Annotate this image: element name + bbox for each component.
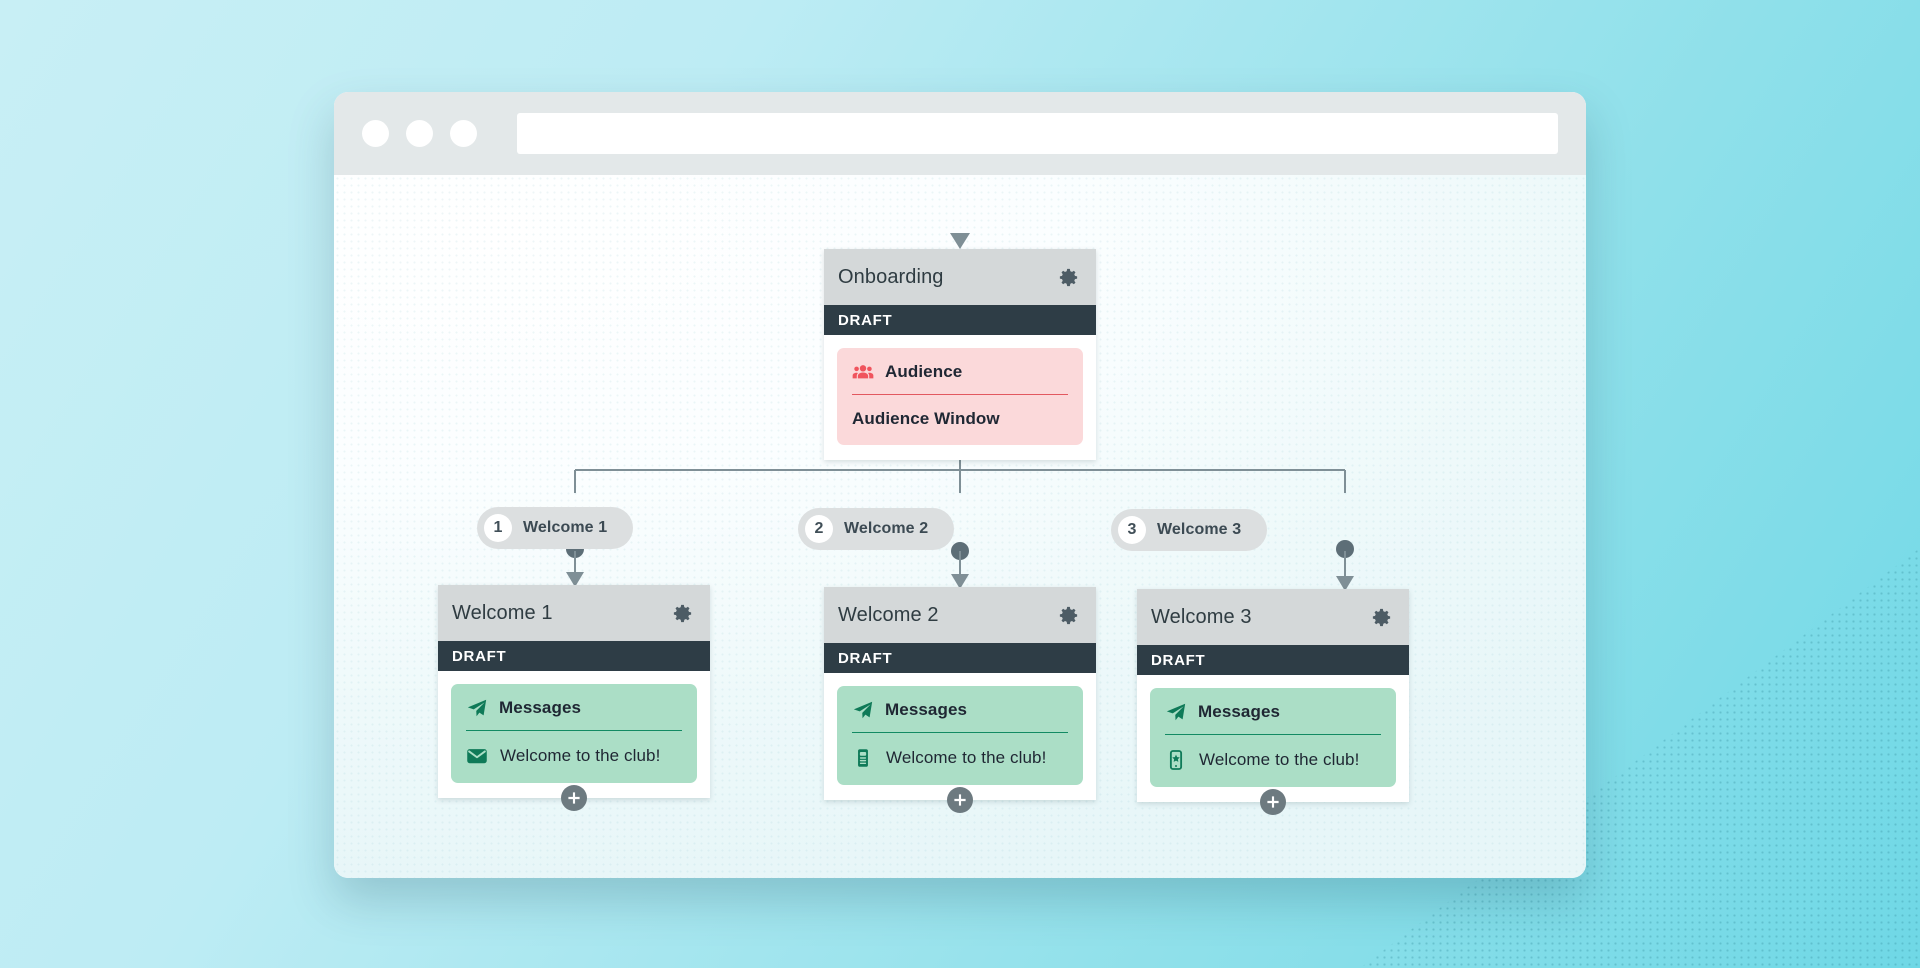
node-header: Welcome 1: [438, 585, 710, 641]
paper-plane-icon: [1165, 701, 1187, 723]
node-status-badge: DRAFT: [1137, 645, 1409, 675]
messages-panel[interactable]: Messages Welcome to the club!: [451, 684, 697, 783]
branch-label: Welcome 3: [1157, 521, 1242, 538]
node-title: Welcome 3: [1151, 605, 1252, 628]
add-step-button[interactable]: [561, 785, 587, 811]
panel-heading: Messages: [1198, 702, 1281, 721]
add-step-button[interactable]: [1260, 789, 1286, 815]
node-header: Welcome 2: [824, 587, 1096, 643]
message-row[interactable]: Welcome to the club!: [466, 731, 682, 767]
status-label: DRAFT: [838, 311, 893, 329]
journey-canvas: Onboarding DRAFT: [334, 175, 1586, 878]
messages-panel[interactable]: Messages: [837, 686, 1083, 785]
minimize-dot[interactable]: [406, 120, 433, 147]
node-body: Audience Audience Window: [824, 335, 1096, 460]
status-label: DRAFT: [1151, 651, 1206, 669]
browser-chrome: [334, 92, 1586, 175]
maximize-dot[interactable]: [450, 120, 477, 147]
message-label: Welcome to the club!: [500, 746, 661, 765]
branch-pill-welcome-3[interactable]: 3 Welcome 3: [1111, 509, 1268, 551]
branch-number-badge: 1: [484, 514, 512, 542]
panel-heading-row: Messages: [1165, 701, 1381, 734]
panel-heading: Audience: [885, 362, 963, 381]
message-row[interactable]: Welcome to the club!: [852, 733, 1068, 769]
node-title: Onboarding: [838, 265, 944, 288]
plus-icon: [954, 794, 966, 806]
plus-icon: [568, 792, 580, 804]
branch-label: Welcome 2: [844, 520, 929, 537]
message-label: Welcome to the club!: [886, 748, 1047, 767]
add-step-button[interactable]: [947, 787, 973, 813]
node-body: Messages Welcome to the club!: [438, 671, 710, 798]
branch-pill-welcome-1[interactable]: 1 Welcome 1: [477, 507, 634, 549]
browser-window: Onboarding DRAFT: [334, 92, 1586, 878]
panel-heading: Messages: [499, 698, 582, 717]
panel-divider: [1165, 734, 1381, 735]
node-status-badge: DRAFT: [438, 641, 710, 671]
sms-device-icon: [852, 747, 874, 769]
node-status-badge: DRAFT: [824, 305, 1096, 335]
node-card-welcome-1[interactable]: Welcome 1 DRAFT: [438, 585, 710, 811]
status-label: DRAFT: [452, 647, 507, 665]
node-card-welcome-2[interactable]: Welcome 2 DRAFT: [824, 587, 1096, 813]
status-label: DRAFT: [838, 649, 893, 667]
paper-plane-icon: [852, 699, 874, 721]
node-body: Messages: [824, 673, 1096, 800]
panel-divider: [852, 394, 1068, 395]
message-row[interactable]: Welcome to the club!: [1165, 735, 1381, 771]
node-header: Welcome 3: [1137, 589, 1409, 645]
panel-heading-row: Messages: [466, 697, 682, 730]
panel-divider: [852, 732, 1068, 733]
gear-icon[interactable]: [1057, 604, 1080, 627]
envelope-icon: [466, 745, 488, 767]
node-title: Welcome 2: [838, 603, 939, 626]
push-phone-icon: [1165, 749, 1187, 771]
branch-label: Welcome 1: [523, 519, 608, 536]
panel-heading: Messages: [885, 700, 968, 719]
gear-icon[interactable]: [1370, 606, 1393, 629]
branch-number-badge: 2: [805, 515, 833, 543]
people-icon: [852, 361, 874, 383]
panel-divider: [466, 730, 682, 731]
audience-window-row[interactable]: Audience Window: [852, 395, 1068, 429]
plus-icon: [1267, 796, 1279, 808]
node-card-onboarding[interactable]: Onboarding DRAFT: [824, 249, 1096, 460]
audience-window-label: Audience Window: [852, 409, 1000, 428]
branch-pill-welcome-2[interactable]: 2 Welcome 2: [798, 508, 955, 550]
address-bar[interactable]: [517, 113, 1558, 154]
branch-number-badge: 3: [1118, 516, 1146, 544]
gear-icon[interactable]: [1057, 266, 1080, 289]
close-dot[interactable]: [362, 120, 389, 147]
panel-heading-row: Messages: [852, 699, 1068, 732]
node-card-welcome-3[interactable]: Welcome 3 DRAFT: [1137, 589, 1409, 815]
node-status-badge: DRAFT: [824, 643, 1096, 673]
gear-icon[interactable]: [671, 602, 694, 625]
audience-panel[interactable]: Audience Audience Window: [837, 348, 1083, 445]
node-title: Welcome 1: [452, 601, 553, 624]
paper-plane-icon: [466, 697, 488, 719]
panel-heading-row: Audience: [852, 361, 1068, 394]
message-label: Welcome to the club!: [1199, 750, 1360, 769]
node-body: Messages Welcome to the cl: [1137, 675, 1409, 802]
messages-panel[interactable]: Messages Welcome to the cl: [1150, 688, 1396, 787]
node-header: Onboarding: [824, 249, 1096, 305]
